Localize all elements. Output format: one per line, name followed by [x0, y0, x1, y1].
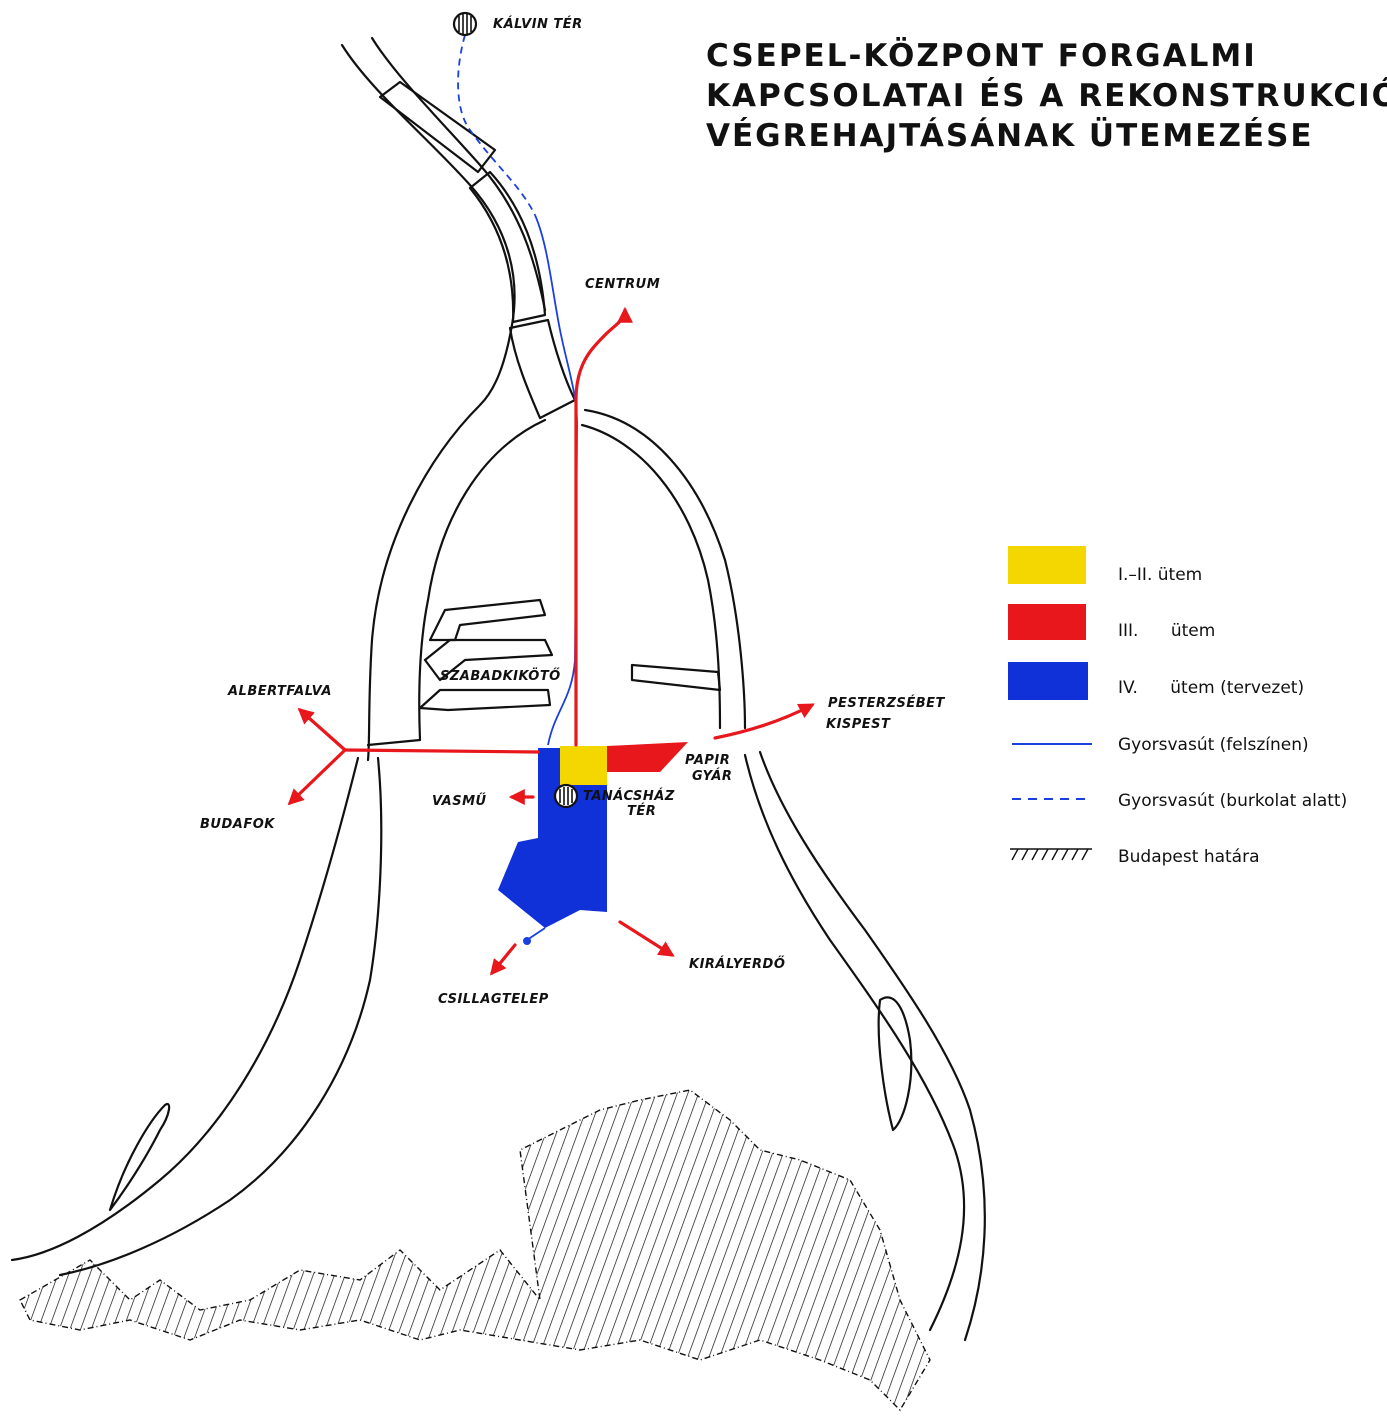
- label-tanacshaz: TANÁCSHÁZ: [583, 788, 675, 804]
- route-kiralyerdo: [618, 920, 675, 957]
- rail-south-spur: [526, 927, 546, 941]
- label-papir: PAPIR: [685, 753, 730, 768]
- legend-label-phase-3: III. ütem: [1118, 621, 1215, 641]
- road-routes: [287, 306, 815, 976]
- rail-terminus-dot: [523, 937, 531, 945]
- rapid-rail: [457, 34, 578, 945]
- label-budafok: BUDAFOK: [200, 817, 275, 832]
- legend-label-rail-underground: Gyorsvasút (burkolat alatt): [1118, 791, 1347, 811]
- route-centrum: [574, 306, 633, 747]
- label-pesterzsebet: PESTERZSÉBET: [828, 695, 945, 711]
- label-centrum: CENTRUM: [585, 277, 660, 292]
- map-legend: I.–II. ütem III. ütem IV. ütem (tervezet…: [1008, 546, 1347, 867]
- phase-3-area: [607, 742, 688, 772]
- label-kalvin-ter: KÁLVIN TÉR: [493, 16, 583, 32]
- station-kalvin-ter: [452, 11, 478, 37]
- label-kispest: KISPEST: [826, 717, 891, 732]
- rail-surface: [534, 214, 578, 746]
- route-budafok: [287, 748, 347, 806]
- legend-label-border: Budapest határa: [1118, 847, 1260, 867]
- label-gyar: GYÁR: [692, 768, 732, 784]
- danube-river: [10, 36, 986, 1342]
- route-albertfalva: [297, 707, 347, 752]
- legend-swatch-phase-3: [1008, 604, 1086, 640]
- legend-label-rail-surface: Gyorsvasút (felszínen): [1118, 735, 1309, 755]
- title-line-2: KAPCSOLATAI ÉS A REKONSTRUKCIÓ: [706, 77, 1387, 114]
- route-main-eastwest: [343, 748, 540, 754]
- legend-swatch-phase-4: [1008, 662, 1088, 700]
- phase-4-area: [498, 748, 607, 928]
- label-kiralyerdo: KIRÁLYERDŐ: [689, 956, 785, 972]
- title-line-3: VÉGREHAJTÁSÁNAK ÜTEMEZÉSE: [706, 117, 1314, 154]
- legend-swatch-phase-1-2: [1008, 546, 1086, 584]
- label-vasmu: VASMŰ: [432, 793, 487, 809]
- station-tanacshaz-ter: [553, 783, 579, 809]
- rail-underground: [457, 34, 536, 216]
- legend-label-phase-1-2: I.–II. ütem: [1118, 565, 1202, 585]
- label-csillagtelep: CSILLAGTELEP: [438, 992, 549, 1007]
- stations: [452, 11, 579, 809]
- label-szabadkikoto: SZABADKIKÖTŐ: [440, 668, 561, 684]
- label-albertfalva: ALBERTFALVA: [227, 684, 332, 699]
- place-labels: KÁLVIN TÉR CENTRUM ALBERTFALVA SZABADKIK…: [200, 16, 945, 1007]
- label-ter: TÉR: [627, 803, 656, 819]
- title-line-1: CSEPEL-KÖZPONT FORGALMI: [706, 37, 1257, 74]
- legend-label-phase-4: IV. ütem (tervezet): [1118, 678, 1304, 698]
- route-pesterzsebet: [713, 703, 815, 740]
- phase-1-2-area: [560, 746, 607, 785]
- phase-areas: [498, 742, 688, 928]
- budapest-border: [19, 1089, 931, 1412]
- map-title: CSEPEL-KÖZPONT FORGALMI KAPCSOLATAI ÉS A…: [706, 37, 1387, 154]
- route-csillagtelep: [489, 943, 517, 976]
- legend-hatch-border: [1010, 848, 1092, 861]
